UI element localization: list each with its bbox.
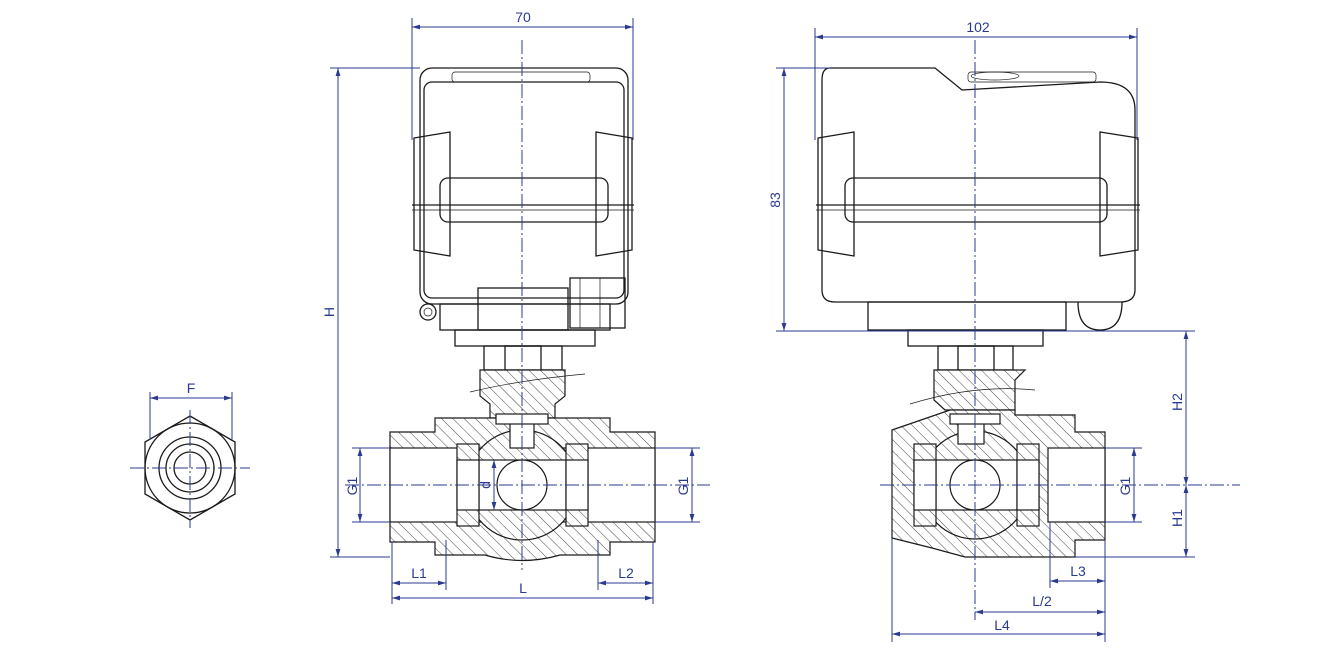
front-view: 70 H G1 G1 d L1 L2 L [321, 9, 710, 604]
label-83: 83 [767, 192, 783, 208]
label-L3: L3 [1070, 563, 1086, 579]
label-G1-right: G1 [675, 476, 691, 495]
label-F: F [187, 380, 196, 396]
label-H: H [321, 307, 337, 317]
actuator-housing-side [821, 67, 1136, 303]
actuator-housing [419, 67, 629, 305]
label-H1: H1 [1169, 509, 1185, 527]
label-L1: L1 [411, 565, 427, 581]
label-102: 102 [966, 19, 990, 35]
label-L4: L4 [994, 617, 1010, 633]
label-G1-left: G1 [344, 476, 360, 495]
label-L-half: L/2 [1032, 593, 1052, 609]
label-L: L [519, 580, 527, 596]
label-H2: H2 [1169, 393, 1185, 411]
end-view: F [130, 380, 250, 528]
label-G1-side: G1 [1117, 476, 1133, 495]
label-L2: L2 [618, 565, 634, 581]
label-d: d [477, 481, 493, 489]
label-70: 70 [515, 9, 531, 25]
side-view: 102 83 H2 H1 G1 L3 L/2 L4 [767, 19, 1240, 642]
